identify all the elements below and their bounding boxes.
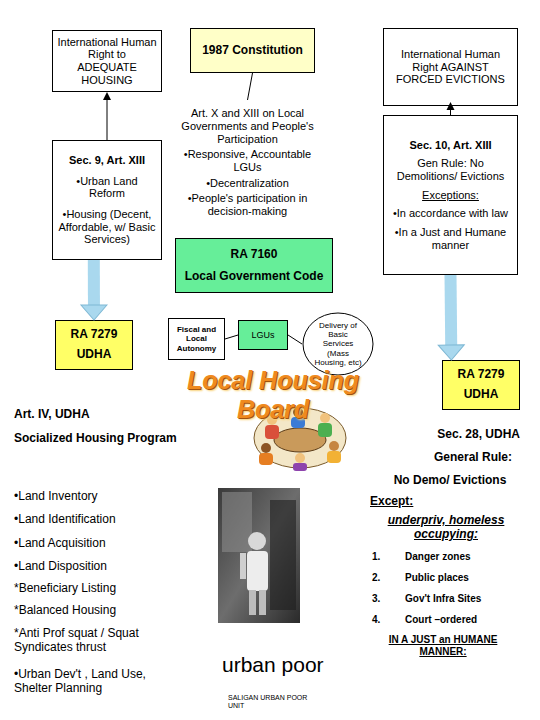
autonomy-box: Fiscal and Local Autonomy bbox=[168, 318, 225, 360]
list-item: •Land Inventory bbox=[14, 490, 184, 504]
connector-line bbox=[450, 110, 451, 115]
provision-box: Art. X and XIII on Local Governments and… bbox=[170, 100, 325, 225]
list-item: Danger zones bbox=[405, 551, 517, 563]
section-box: Sec. 10, Art. XIII Gen Rule: No Demolitio… bbox=[383, 115, 518, 275]
list-item: •Land Disposition bbox=[14, 560, 184, 574]
node-text: RA 7279 bbox=[60, 328, 128, 342]
list-number: 4. bbox=[372, 614, 394, 626]
rule-heading: General Rule: bbox=[400, 451, 512, 465]
list-item: *Balanced Housing bbox=[14, 604, 184, 618]
connector-line bbox=[107, 100, 108, 140]
credit-note: SALIGAN URBAN POOR UNIT bbox=[228, 694, 323, 710]
node-text: Local Government Code bbox=[180, 270, 328, 284]
node-text: •Housing (Decent, Affordable, w/ Basic S… bbox=[57, 208, 157, 246]
block-arrow bbox=[445, 275, 458, 345]
list-item: •Land Acquisition bbox=[14, 537, 184, 551]
node-text: Art. X and XIII on Local Governments and… bbox=[174, 107, 321, 145]
node-text: UDHA bbox=[60, 348, 128, 362]
node-text: International Human Right to ADEQUATE HO… bbox=[57, 36, 157, 87]
rights-box: International Human Right AGAINST FORCED… bbox=[383, 28, 518, 106]
section-heading: Art. IV, UDHA bbox=[14, 408, 184, 422]
node-text: •Urban Land Reform bbox=[57, 175, 157, 200]
law-box: RA 7279UDHA bbox=[55, 320, 133, 370]
constitution-box: 1987 Constitution bbox=[190, 28, 315, 73]
node-text: Gen Rule: No Demolitions/ Evictions bbox=[388, 157, 513, 182]
node-text: Sec. 10, Art. XIII bbox=[388, 139, 513, 152]
node-text: •People's participation in decision-maki… bbox=[174, 192, 321, 217]
rule-text: No Demo/ Evictions bbox=[380, 474, 520, 488]
lgu-box: LGUs bbox=[238, 320, 288, 350]
connector-line bbox=[288, 335, 302, 344]
node-text: UDHA bbox=[447, 388, 515, 402]
connector-line bbox=[225, 335, 238, 339]
photo-caption: urban poor bbox=[222, 653, 342, 677]
node-text: Fiscal and Local Autonomy bbox=[173, 325, 220, 353]
ellipse-shape bbox=[303, 313, 373, 375]
list-item: Gov't Infra Sites bbox=[405, 593, 517, 605]
law-box: RA 7160Local Government Code bbox=[175, 238, 333, 293]
node-text: •In a Just and Humane manner bbox=[388, 226, 513, 251]
urban-poor-photo bbox=[218, 488, 300, 623]
list-number: 2. bbox=[372, 572, 394, 584]
node-text: •In accordance with law bbox=[388, 207, 513, 220]
program-heading: Socialized Housing Program bbox=[14, 432, 184, 446]
connector-line bbox=[248, 73, 253, 100]
node-text: RA 7279 bbox=[447, 368, 515, 382]
list-item: *Beneficiary Listing bbox=[14, 582, 184, 596]
node-text: Delivery of Basic Services (Mass Housing… bbox=[312, 321, 364, 367]
list-number: 3. bbox=[372, 593, 394, 605]
node-text: International Human Right AGAINST FORCED… bbox=[388, 48, 513, 86]
node-text: LGUs bbox=[243, 330, 283, 340]
block-arrow bbox=[88, 260, 100, 305]
section-box: Sec. 9, Art. XIII •Urban Land Reform •Hous… bbox=[52, 140, 162, 260]
node-text: Sec. 9, Art. XIII bbox=[57, 154, 157, 167]
closing-note: IN A JUST an HUMANE MANNER: bbox=[368, 634, 518, 657]
exception-text: underpriv, homeless occupying: bbox=[372, 514, 520, 542]
list-number: 1. bbox=[372, 551, 394, 563]
node-text: RA 7160 bbox=[180, 248, 328, 262]
node-text: •Responsive, Accountable LGUs bbox=[174, 148, 321, 173]
exception-heading: Except: bbox=[370, 495, 460, 509]
list-item: •Urban Dev't , Land Use, Shelter Plannin… bbox=[14, 668, 179, 696]
node-text: Exceptions: bbox=[388, 189, 513, 202]
list-item: •Land Identification bbox=[14, 513, 184, 527]
law-box: RA 7279UDHA bbox=[442, 360, 520, 410]
node-text: 1987 Constitution bbox=[195, 44, 310, 58]
list-item: *Anti Prof squat / Squat Syndicates thru… bbox=[14, 627, 179, 655]
section-heading: Sec. 28, UDHA bbox=[380, 428, 520, 442]
wordart-title: Local Housing Board bbox=[168, 366, 378, 424]
node-text: •Decentralization bbox=[174, 177, 321, 190]
list-item: Court –ordered bbox=[405, 614, 517, 626]
rights-box: International Human Right to ADEQUATE HO… bbox=[52, 30, 162, 92]
list-item: Public places bbox=[405, 572, 517, 584]
